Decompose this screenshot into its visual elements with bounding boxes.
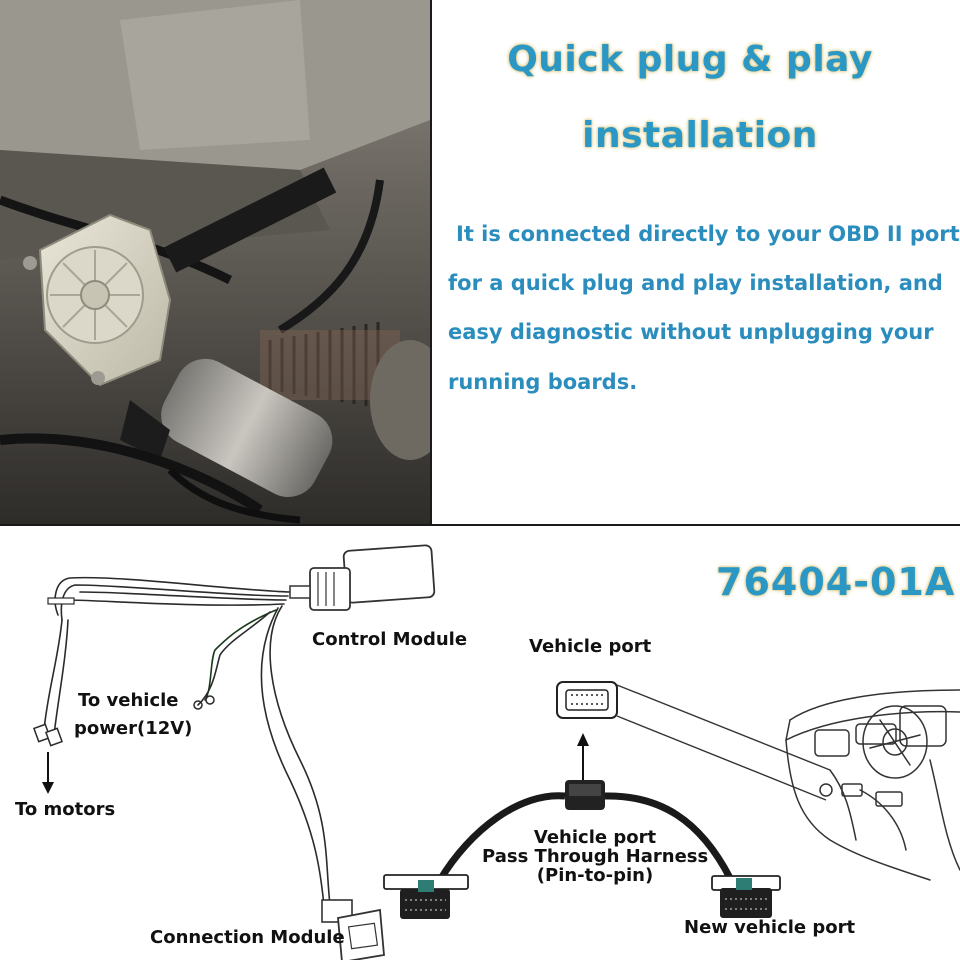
vertical-divider bbox=[430, 0, 432, 524]
wiring-diagram bbox=[33, 544, 960, 960]
obd-port-drawing bbox=[556, 681, 831, 801]
to-vehicle-power-label-line-2: power(12V) bbox=[74, 718, 193, 739]
headline-line-1: Quick plug & play bbox=[507, 39, 873, 80]
new-vehicle-port-label: New vehicle port bbox=[684, 917, 856, 938]
control-module-label: Control Module bbox=[312, 629, 468, 650]
headline-line-2: installation bbox=[582, 115, 818, 156]
vehicle-port-label: Vehicle port bbox=[529, 636, 652, 657]
part-number: 76404-01A bbox=[716, 560, 956, 604]
connection-module-label: Connection Module bbox=[150, 927, 345, 948]
connection-module-drawing bbox=[321, 899, 385, 960]
description-line-3: easy diagnostic without unplugging your bbox=[448, 320, 934, 344]
description-line-1: It is connected directly to your OBD II … bbox=[456, 222, 960, 246]
to-vehicle-power-label-line-1: To vehicle bbox=[78, 690, 179, 711]
wire bbox=[54, 576, 291, 616]
section-divider bbox=[0, 524, 960, 526]
control-module-drawing bbox=[289, 544, 436, 611]
harness-drawing bbox=[383, 780, 781, 919]
motor-photo bbox=[0, 0, 430, 524]
harness-label-line-1: Vehicle port bbox=[533, 827, 657, 848]
vehicle-dashboard-drawing bbox=[785, 689, 960, 881]
to-motors-label: To motors bbox=[15, 799, 116, 820]
harness-label-line-2: Pass Through Harness bbox=[482, 846, 709, 867]
description-line-2: for a quick plug and play installation, … bbox=[448, 271, 943, 295]
harness-label-line-3: (Pin-to-pin) bbox=[536, 865, 654, 886]
description-line-4: running boards. bbox=[448, 370, 638, 394]
